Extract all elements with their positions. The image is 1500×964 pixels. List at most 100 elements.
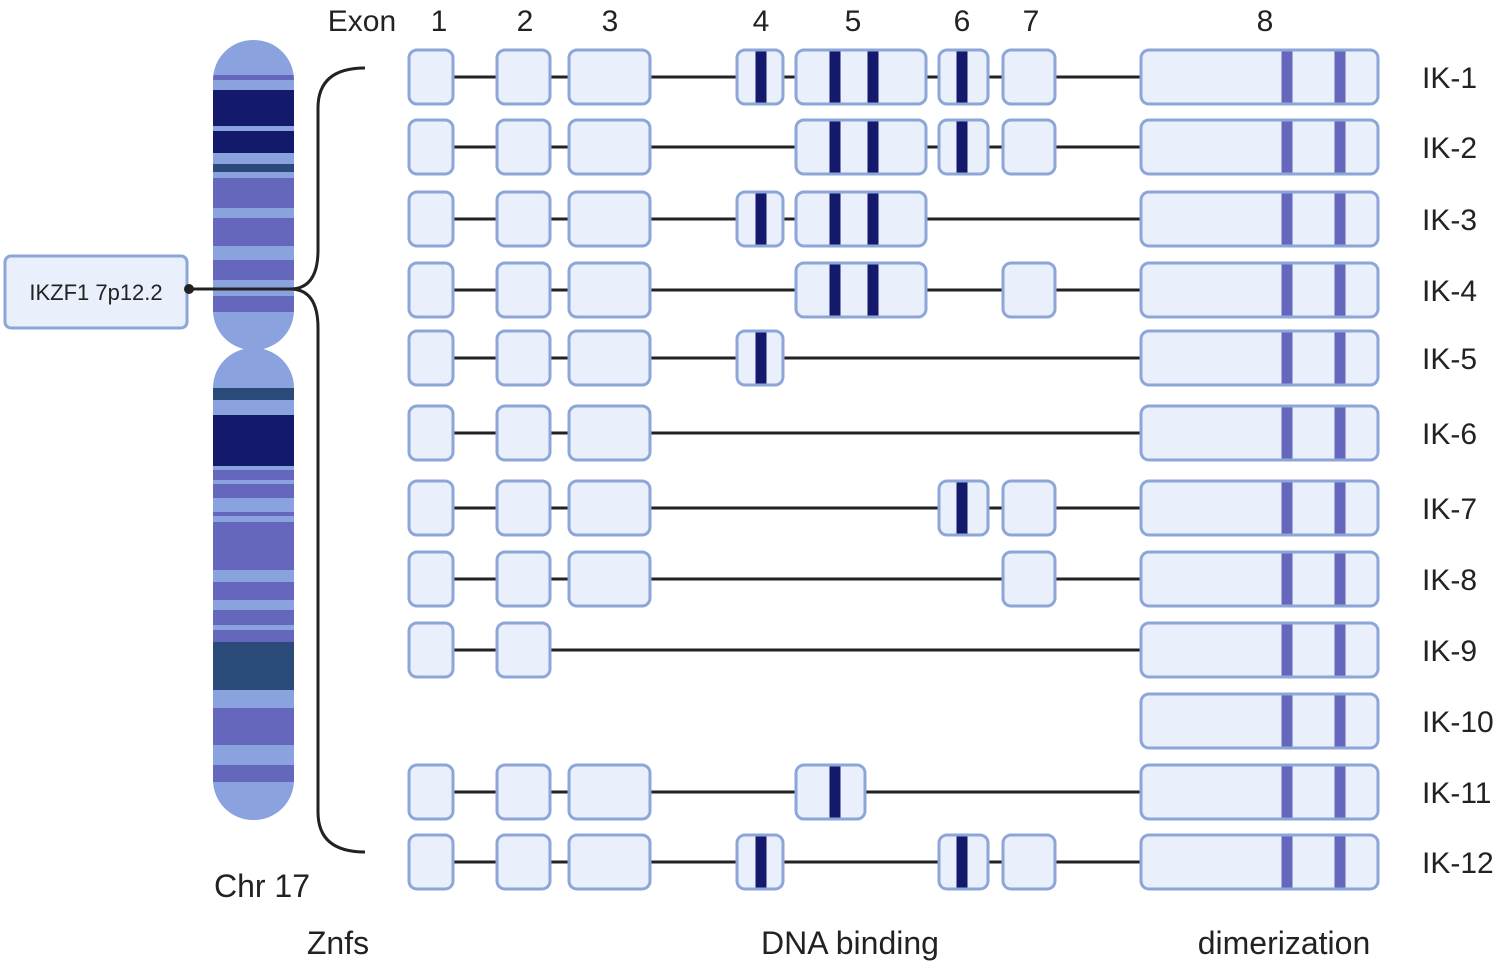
exon-2-block (495, 404, 552, 462)
exon-box (407, 479, 455, 537)
zinc-finger-band (755, 51, 767, 103)
isoform-label: IK-11 (1422, 777, 1491, 810)
exon-1-block (407, 621, 455, 679)
isoform-row-ik-1: IK-1 (407, 48, 1477, 106)
exon-box (1139, 190, 1380, 248)
zinc-finger-band (829, 193, 841, 245)
zinc-finger-band (829, 766, 841, 818)
zinc-finger-band (956, 836, 968, 888)
isoform-label: IK-10 (1422, 706, 1494, 739)
exon-1-block (407, 190, 455, 248)
dimerization-band (1281, 836, 1293, 888)
chromosome-band (213, 610, 294, 625)
chromosome-band (213, 40, 294, 75)
exon-2-block (495, 118, 552, 176)
exon-number-2: 2 (517, 5, 534, 38)
dimerization-band (1281, 51, 1293, 103)
exon-number-1: 1 (431, 5, 448, 38)
exon-box (794, 190, 928, 248)
dimerization-band (1334, 51, 1346, 103)
exon-box (1001, 833, 1057, 891)
chromosome-band (213, 470, 294, 480)
exon-header: Exon (328, 5, 396, 38)
dimerization-band (1281, 766, 1293, 818)
isoform-row-ik-5: IK-5 (407, 329, 1477, 387)
dimerization-band (1281, 695, 1293, 747)
exon-box (495, 190, 552, 248)
exon-1-block (407, 763, 455, 821)
dimerization-band (1281, 624, 1293, 676)
isoform-row-ik-2: IK-2 (407, 118, 1477, 176)
zinc-finger-band (829, 51, 841, 103)
chromosome-band (213, 75, 294, 80)
isoform-label: IK-12 (1422, 847, 1494, 880)
exon-box (567, 833, 652, 891)
exon-box (1139, 550, 1380, 608)
exon-2-block (495, 833, 552, 891)
zinc-finger-band (755, 332, 767, 384)
exon-box (495, 329, 552, 387)
dimerization-band (1281, 407, 1293, 459)
exon-3-block (567, 404, 652, 462)
exon-box (1139, 763, 1380, 821)
zinc-finger-band (956, 51, 968, 103)
exon-5-block (794, 48, 928, 106)
exon-8-block (1139, 833, 1380, 891)
dimerization-band (1281, 264, 1293, 316)
exon-8-block (1139, 550, 1380, 608)
zinc-finger-band (867, 51, 879, 103)
dimerization-band (1334, 766, 1346, 818)
chromosome-band (213, 400, 294, 415)
gene-locus-label: IKZF1 7p12.2 (29, 280, 162, 305)
chromosome-band (213, 600, 294, 610)
exon-box (407, 621, 455, 679)
zinc-finger-band (867, 121, 879, 173)
exon-6-block (937, 48, 990, 106)
chromosome-label: Chr 17 (214, 868, 310, 904)
exon-box (567, 48, 652, 106)
exon-1-block (407, 261, 455, 319)
exon-number-4: 4 (753, 5, 770, 38)
exon-1-block (407, 404, 455, 462)
exon-6-block (937, 479, 990, 537)
chromosome-band (213, 260, 294, 280)
exon-box (407, 261, 455, 319)
exon-box (407, 404, 455, 462)
zinc-finger-band (956, 482, 968, 534)
domain-label-dna-binding: DNA binding (761, 925, 939, 961)
exon-box (495, 550, 552, 608)
exon-5-block (794, 118, 928, 176)
isoform-row-ik-8: IK-8 (407, 550, 1477, 608)
chromosome-band (213, 178, 294, 208)
isoform-label: IK-9 (1422, 635, 1477, 668)
exon-7-block (1001, 550, 1057, 608)
exon-8-block (1139, 621, 1380, 679)
chromosome-band (213, 466, 294, 470)
dimerization-band (1334, 332, 1346, 384)
exon-8-block (1139, 404, 1380, 462)
exon-8-block (1139, 48, 1380, 106)
chromosome-band (213, 208, 294, 218)
isoform-label: IK-2 (1422, 132, 1477, 165)
chromosome-band (213, 312, 294, 350)
chromosome-band (213, 690, 294, 708)
chromosome-band (213, 218, 294, 246)
exon-1-block (407, 550, 455, 608)
exon-box (567, 404, 652, 462)
exon-box (1139, 404, 1380, 462)
exon-box (1139, 329, 1380, 387)
locus-pointer-dot (184, 284, 194, 294)
exon-box (794, 261, 928, 319)
exon-box (1139, 833, 1380, 891)
exon-1-block (407, 118, 455, 176)
exon-3-block (567, 190, 652, 248)
chromosome-band (213, 516, 294, 522)
exon-box (567, 763, 652, 821)
exon-box (495, 261, 552, 319)
dimerization-band (1334, 482, 1346, 534)
dimerization-band (1334, 121, 1346, 173)
exon-3-block (567, 118, 652, 176)
isoform-label: IK-6 (1422, 418, 1477, 451)
isoform-row-ik-9: IK-9 (407, 621, 1477, 679)
